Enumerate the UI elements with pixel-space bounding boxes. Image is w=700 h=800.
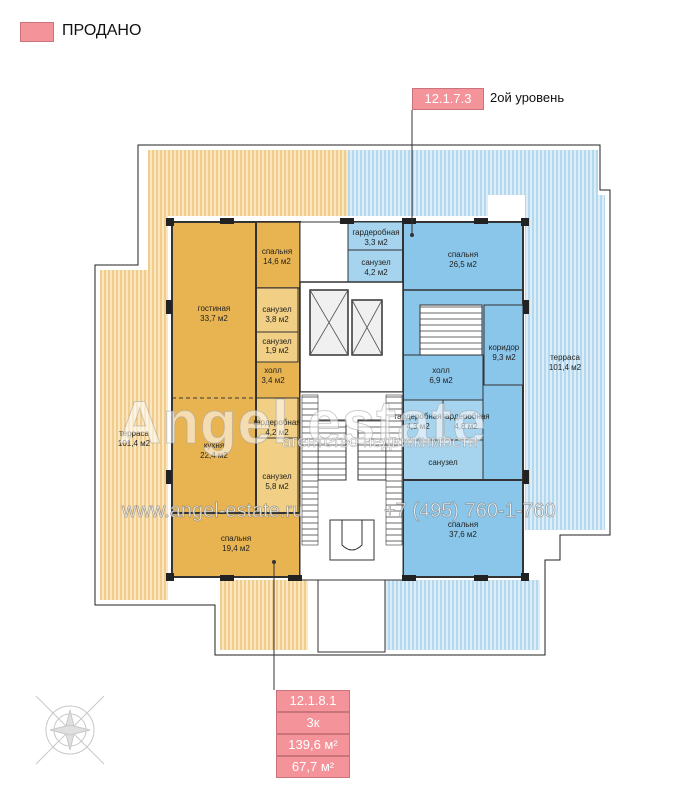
- apartment-rooms: 3к: [276, 712, 350, 734]
- room-area: 3,4 м2: [261, 376, 285, 385]
- room-name: гостиная: [198, 304, 231, 313]
- room-area: 6,9 м2: [429, 376, 453, 385]
- room-area: 22,4 м2: [200, 451, 228, 460]
- apartment-tag-top[interactable]: 12.1.7.3: [412, 88, 484, 110]
- room-area: 101,4 м2: [118, 439, 151, 448]
- room-name: спальня: [221, 534, 251, 543]
- room-area: 14,6 м2: [263, 257, 291, 266]
- room-area: 33,7 м2: [200, 314, 228, 323]
- room-area: 37,6 м2: [449, 530, 477, 539]
- room-name: холл: [264, 366, 282, 375]
- room-area: 4,2 м2: [265, 428, 289, 437]
- room-name: гардеробная: [253, 418, 300, 427]
- room-name: санузел: [361, 258, 391, 267]
- room-area: 26,5 м2: [449, 260, 477, 269]
- apartment-living-area: 67,7 м²: [276, 756, 350, 778]
- compass-rose: [35, 695, 105, 765]
- room-name: санузел: [428, 458, 458, 467]
- terrace-left: [100, 270, 168, 600]
- terrace-top-right: [348, 150, 488, 216]
- room-area: 4,2 м2: [364, 268, 388, 277]
- room-name: спальня: [262, 247, 292, 256]
- terrace-bottom-left: [220, 580, 308, 650]
- room-name: спальня: [448, 520, 478, 529]
- room-name: терраса: [550, 353, 580, 362]
- room-name: терраса: [119, 429, 149, 438]
- apartment-level-note: 2ой уровень: [490, 90, 565, 105]
- watermark-phone: +7 (495) 760-1-760: [384, 500, 556, 523]
- room-area: 3,3 м2: [364, 238, 388, 247]
- room-name: санузел: [262, 337, 292, 346]
- watermark-brand: Angel estate: [118, 389, 487, 457]
- legend-sold-label: ПРОДАНО: [62, 22, 142, 39]
- room-area: 19,4 м2: [222, 544, 250, 553]
- apartment-code: 12.1.8.1: [276, 690, 350, 712]
- room-area: 4,3 м2: [406, 422, 430, 431]
- room-name: кухня: [204, 441, 224, 450]
- watermark-tagline: агентство недвижимости: [282, 432, 478, 452]
- room-name: санузел: [262, 305, 292, 314]
- room-area: 5,8 м2: [265, 482, 289, 491]
- apartment-info-box[interactable]: 12.1.8.1 3к 139,6 м² 67,7 м²: [276, 690, 350, 778]
- room-name: санузел: [262, 472, 292, 481]
- room-name: гардеробная: [394, 412, 441, 421]
- room-name: гардеробная: [352, 228, 399, 237]
- terrace-right: [525, 195, 605, 530]
- room-name: гардеробная: [442, 412, 489, 421]
- apartment-total-area: 139,6 м²: [276, 734, 350, 756]
- room-area: 101,4 м2: [549, 363, 582, 372]
- room-name: спальня: [448, 250, 478, 259]
- room-area: 1,9 м2: [265, 346, 289, 355]
- legend-sold-swatch: [20, 22, 54, 42]
- room-name: 9,3 м2: [492, 353, 516, 362]
- room-name: коридор: [489, 343, 520, 352]
- room-name: холл: [432, 366, 450, 375]
- room-area: 3,8 м2: [265, 315, 289, 324]
- terrace-bottom-right: [385, 580, 540, 650]
- watermark-website: www.angel-estate.ru: [122, 500, 304, 523]
- room-area: 4,8 м2: [454, 422, 478, 431]
- terrace-top-left: [148, 150, 348, 216]
